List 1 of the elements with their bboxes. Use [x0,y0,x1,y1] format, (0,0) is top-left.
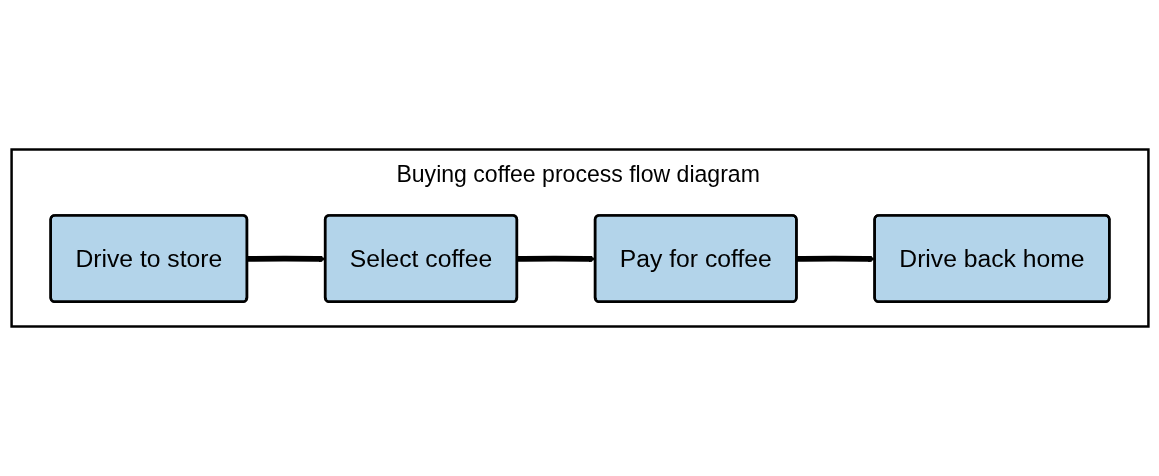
arrow [796,255,875,263]
